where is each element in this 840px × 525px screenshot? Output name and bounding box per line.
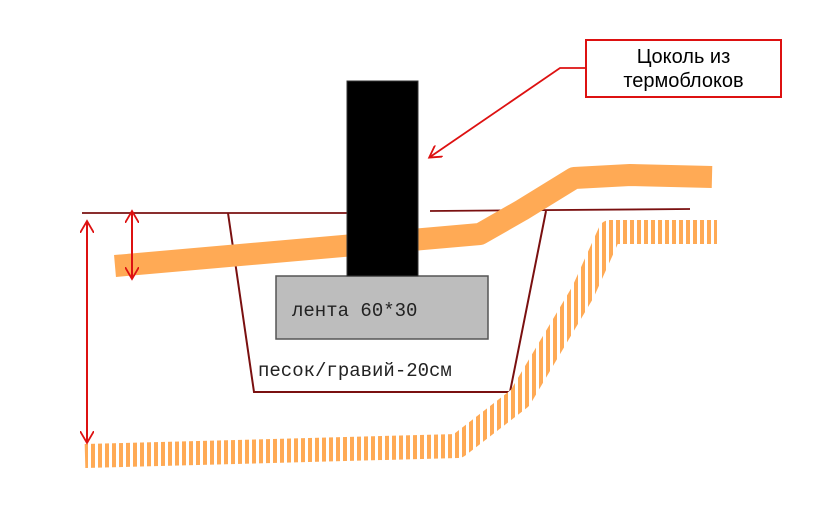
- reference-level-line-right: [429, 208, 691, 212]
- sand-gravel-label: песок/гравий-20см: [258, 360, 452, 382]
- trench-outline: [227, 210, 547, 393]
- frost-depth-line: [84, 220, 717, 468]
- strip-foundation-label: лента 60*30: [292, 300, 418, 322]
- ground-surface-line: [114, 164, 713, 277]
- plinth-callout-line-1: Цоколь из: [636, 45, 731, 68]
- plinth-callout-box: Цоколь из термоблоков: [585, 39, 782, 98]
- strip-foundation: [275, 275, 489, 340]
- plinth-block: [346, 80, 419, 277]
- callout-leader-arrow: [430, 67, 585, 157]
- plinth-callout-line-2: термоблоков: [623, 69, 744, 92]
